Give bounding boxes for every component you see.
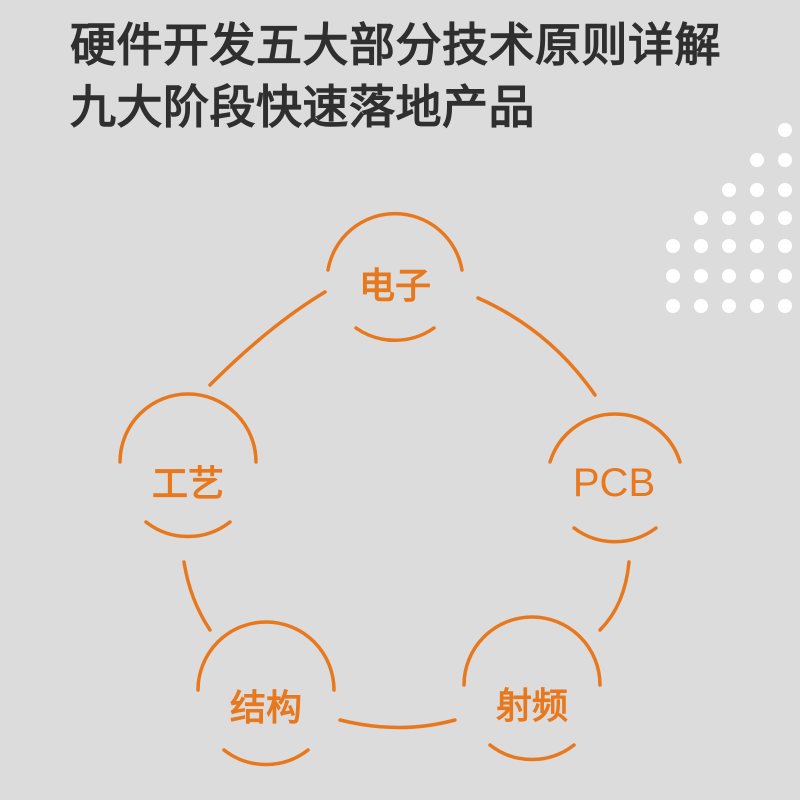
node-label-rf: 射频	[496, 686, 568, 727]
decorative-dot-pattern	[666, 123, 792, 313]
decorative-dot	[750, 153, 764, 167]
node-arc-bottom	[488, 743, 576, 762]
title-line-1: 硬件开发五大部分技术原则详解	[70, 18, 721, 72]
title-line-2: 九大阶段快速落地产品	[70, 80, 535, 134]
decorative-dot	[778, 183, 792, 197]
node-label-pcb: PCB	[573, 461, 655, 505]
node-arc-top	[462, 615, 602, 687]
decorative-dot	[778, 153, 792, 167]
node-pcb: PCB	[548, 412, 682, 544]
decorative-dot	[750, 183, 764, 197]
decorative-dot	[694, 239, 708, 253]
node-arc-bottom	[572, 526, 658, 544]
connector-electronics-process	[208, 290, 327, 387]
decorative-dot	[722, 269, 736, 283]
decorative-dot	[694, 269, 708, 283]
node-process: 工艺	[118, 392, 258, 539]
connector-ring	[182, 290, 631, 730]
node-structure: 结构	[196, 620, 336, 767]
node-label-structure: 结构	[230, 688, 302, 729]
decorative-dot	[694, 211, 708, 225]
node-label-process: 工艺	[152, 464, 224, 505]
decorative-dot	[666, 239, 680, 253]
decorative-dot	[722, 239, 736, 253]
decorative-dot	[666, 269, 680, 283]
connector-pcb-rf	[598, 560, 631, 632]
decorative-dot	[722, 211, 736, 225]
node-arc-top	[326, 211, 464, 272]
node-arc-bottom	[222, 748, 310, 767]
node-arc-bottom	[144, 520, 232, 539]
connector-rf-structure	[338, 718, 457, 730]
page-title: 硬件开发五大部分技术原则详解 九大阶段快速落地产品	[70, 14, 721, 138]
node-arc-bottom	[354, 326, 436, 342]
decorative-dot	[750, 239, 764, 253]
decorative-dot	[750, 211, 764, 225]
decorative-dot	[750, 269, 764, 283]
node-rf: 射频	[462, 615, 602, 762]
decorative-dot	[778, 123, 792, 137]
decorative-dot	[778, 269, 792, 283]
decorative-dot	[666, 299, 680, 313]
decorative-dot	[694, 299, 708, 313]
connector-structure-process	[182, 560, 212, 632]
decorative-dot	[778, 239, 792, 253]
decorative-dot	[750, 299, 764, 313]
decorative-dot	[722, 299, 736, 313]
decorative-dot	[778, 211, 792, 225]
node-arc-top	[548, 412, 682, 464]
node-electronics: 电子	[326, 211, 464, 342]
connector-electronics-pcb	[476, 296, 597, 397]
decorative-dot	[778, 299, 792, 313]
node-arc-top	[196, 620, 336, 692]
node-label-electronics: 电子	[359, 266, 431, 307]
decorative-dot	[722, 183, 736, 197]
node-arc-top	[118, 392, 258, 464]
